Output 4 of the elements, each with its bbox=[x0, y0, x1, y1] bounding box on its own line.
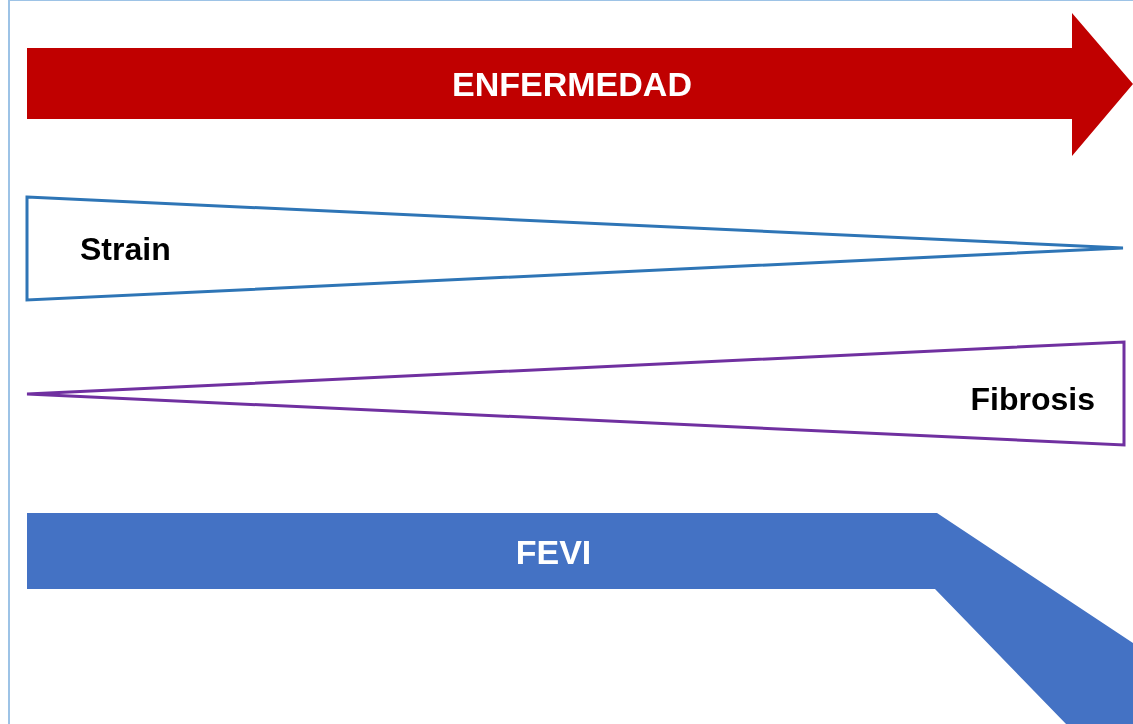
wedge-label: Strain bbox=[80, 233, 171, 265]
arrow-label: FEVI bbox=[515, 535, 592, 569]
arrow-label: ENFERMEDAD bbox=[452, 67, 692, 101]
wedge-label: Fibrosis bbox=[970, 383, 1095, 415]
